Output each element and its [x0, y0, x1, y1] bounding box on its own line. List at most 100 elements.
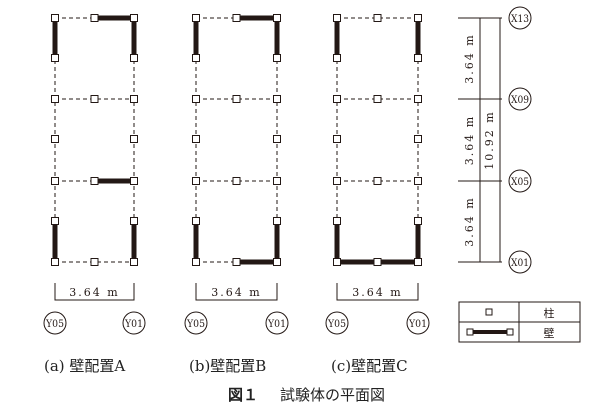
- column: [51, 258, 59, 266]
- column: [90, 95, 99, 103]
- span-label: 3.64 m: [211, 286, 261, 299]
- column: [192, 258, 200, 266]
- column: [414, 217, 422, 225]
- legend: [458, 301, 581, 343]
- column: [333, 54, 341, 62]
- column: [373, 95, 382, 103]
- dimension-line: [195, 283, 278, 301]
- legend-column-label: 柱: [544, 306, 555, 320]
- column: [414, 135, 422, 143]
- column: [130, 14, 138, 22]
- dimension-line: [54, 283, 135, 301]
- axis-label-x13: X13: [511, 14, 529, 25]
- legend-wall-symbol-end: [466, 328, 474, 336]
- legend-column-symbol: [485, 308, 493, 316]
- axis-label-x05: X05: [511, 177, 529, 188]
- column: [414, 54, 422, 62]
- axis-label-x13-circle: [508, 6, 532, 30]
- axis-label-right: Y01: [408, 319, 427, 330]
- column: [51, 177, 59, 185]
- column: [333, 95, 341, 103]
- plan-b: [192, 14, 281, 301]
- column: [130, 135, 138, 143]
- column: [51, 95, 59, 103]
- axis-label-right: Y01: [267, 319, 286, 330]
- column: [373, 258, 382, 266]
- column: [130, 217, 138, 225]
- legend-wall-symbol-end: [506, 328, 514, 336]
- column: [90, 177, 99, 185]
- axis-label-left-circle: [184, 311, 208, 335]
- axis-label-left: Y05: [186, 319, 205, 330]
- axis-label-left-circle: [43, 311, 67, 335]
- column: [273, 14, 281, 22]
- column: [192, 177, 200, 185]
- column: [192, 95, 200, 103]
- column: [130, 177, 138, 185]
- segment-label: 3.64 m: [463, 196, 476, 246]
- column: [273, 217, 281, 225]
- axis-label-left: Y05: [45, 319, 64, 330]
- column: [51, 135, 59, 143]
- column: [192, 135, 200, 143]
- column: [414, 177, 422, 185]
- caption-plan-b: (b)壁配置B: [189, 357, 267, 375]
- column: [192, 217, 200, 225]
- axis-label-x09-circle: [508, 87, 532, 111]
- column: [192, 14, 200, 22]
- column: [232, 95, 241, 103]
- total-label: 10.92 m: [483, 110, 496, 169]
- column: [232, 258, 241, 266]
- column: [90, 14, 99, 22]
- axis-label-right: Y01: [124, 319, 143, 330]
- vertical-dimensions: [458, 17, 502, 263]
- column: [51, 14, 59, 22]
- column: [51, 217, 59, 225]
- axis-label-x09: X09: [511, 95, 529, 106]
- column: [273, 54, 281, 62]
- column: [90, 258, 99, 266]
- dimension-line: [336, 283, 419, 301]
- caption-plan-c: (c)壁配置C: [331, 357, 408, 375]
- figure-number: 図１: [228, 386, 259, 404]
- axis-label-right-circle: [265, 311, 289, 335]
- plan-a: [51, 14, 138, 301]
- legend-wall-label: 壁: [544, 326, 555, 340]
- column: [273, 177, 281, 185]
- axis-label-right-circle: [122, 311, 146, 335]
- column: [232, 177, 241, 185]
- plan-c: [333, 14, 422, 301]
- axis-label-left-circle: [325, 311, 349, 335]
- span-label: 3.64 m: [69, 286, 119, 299]
- segment-label: 3.64 m: [463, 33, 476, 83]
- axis-label-left: Y05: [327, 319, 346, 330]
- figure-title-text: 試験体の平面図: [280, 386, 386, 404]
- column: [333, 217, 341, 225]
- axis-label-right-circle: [406, 311, 430, 335]
- column: [273, 258, 281, 266]
- column: [414, 14, 422, 22]
- column: [414, 95, 422, 103]
- column: [232, 14, 241, 22]
- column: [130, 95, 138, 103]
- column: [51, 54, 59, 62]
- column: [414, 258, 422, 266]
- axis-label-x01-circle: [508, 250, 532, 274]
- column: [333, 14, 341, 22]
- figure-title: 図１ 試験体の平面図: [228, 384, 385, 405]
- column: [273, 95, 281, 103]
- column: [373, 14, 382, 22]
- column: [130, 54, 138, 62]
- span-label: 3.64 m: [352, 286, 402, 299]
- caption-plan-a: (a) 壁配置A: [44, 357, 126, 375]
- column: [130, 258, 138, 266]
- column: [273, 135, 281, 143]
- segment-label: 3.64 m: [463, 115, 476, 165]
- column: [192, 54, 200, 62]
- column: [333, 135, 341, 143]
- column: [373, 177, 382, 185]
- column: [333, 177, 341, 185]
- axis-label-x05-circle: [508, 169, 532, 193]
- column: [333, 258, 341, 266]
